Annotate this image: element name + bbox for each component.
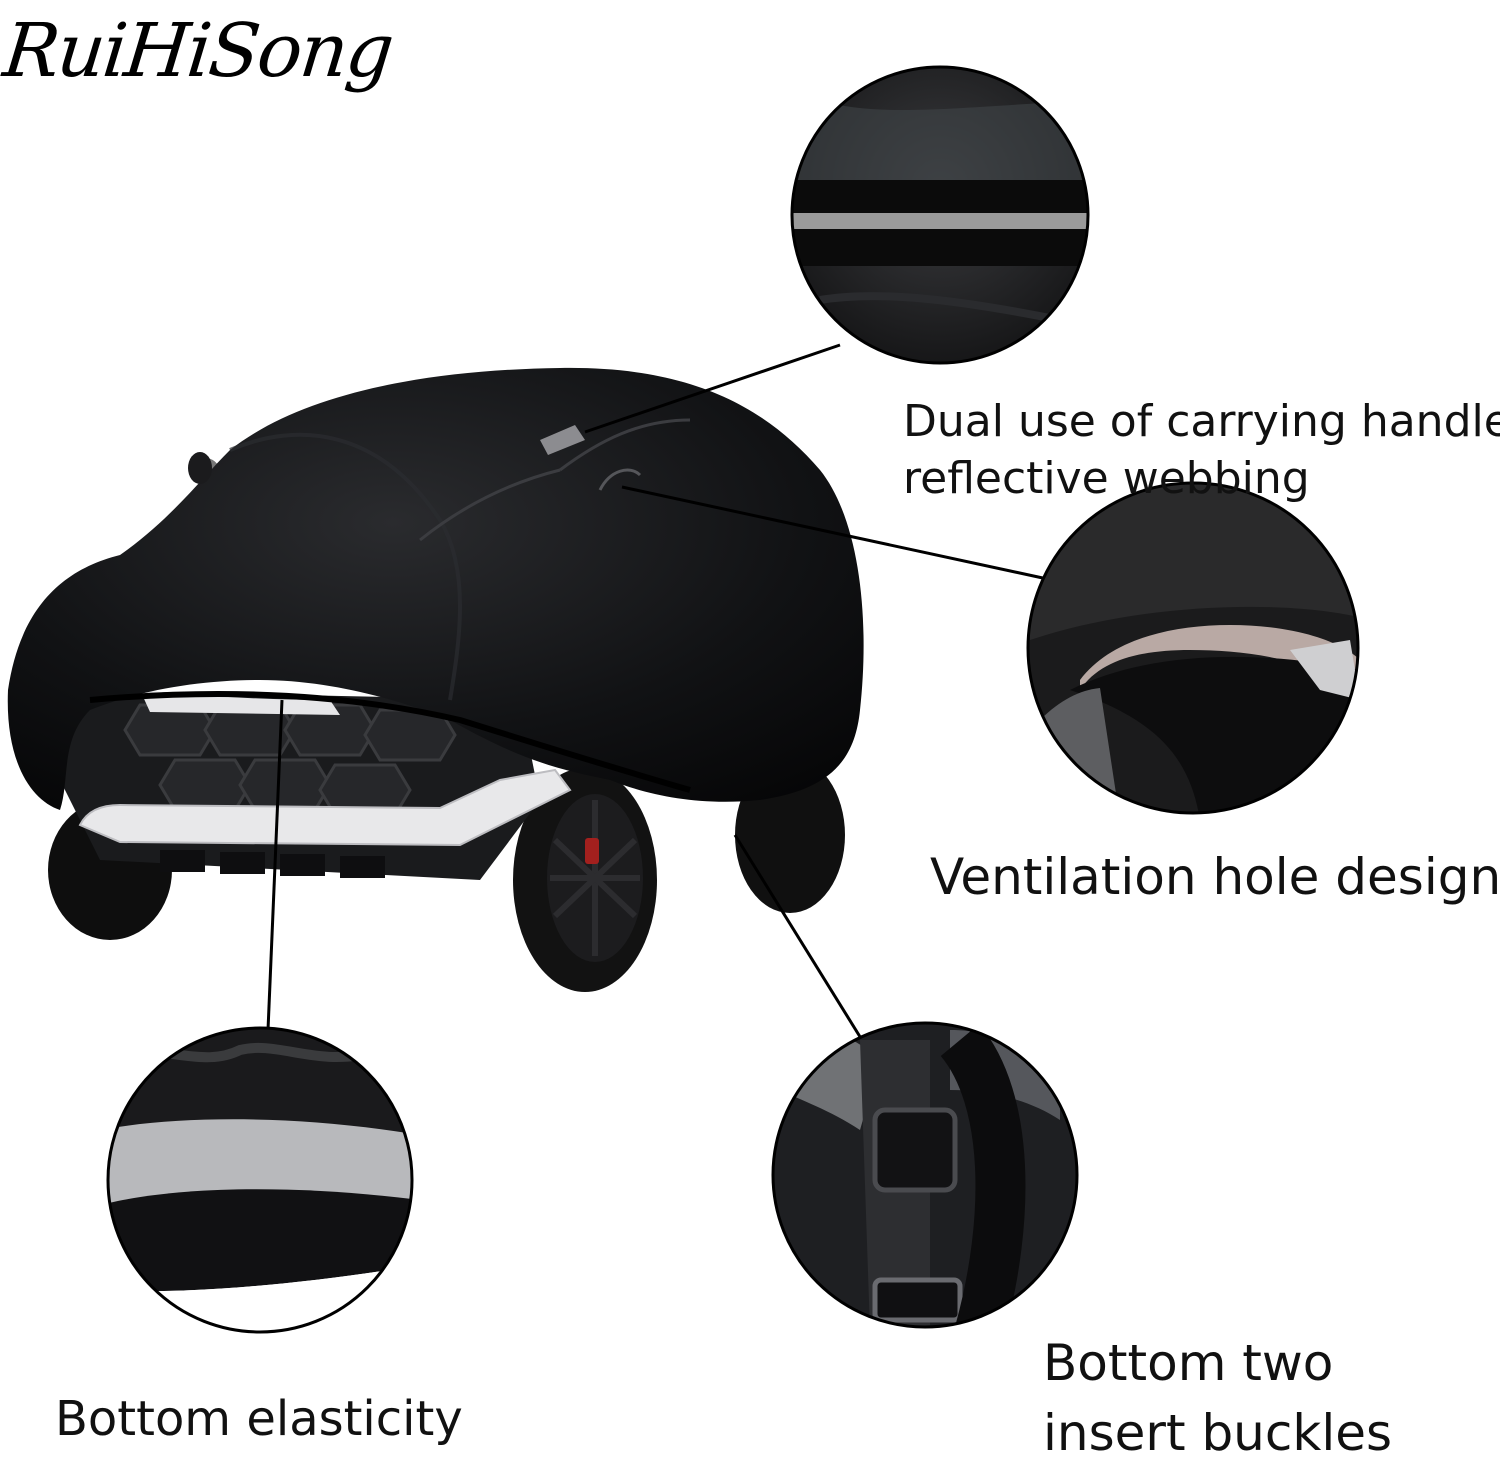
reflective-webbing-closeup	[790, 65, 1090, 365]
honeycomb-grille	[123, 703, 457, 817]
callout-line-elastic	[266, 699, 284, 1031]
caption-buckles-line2: insert buckles	[1043, 1404, 1393, 1458]
caption-elasticity: Bottom elasticity	[55, 1391, 463, 1447]
covered-car	[7, 367, 864, 992]
ventilation-hole-closeup	[1026, 481, 1360, 815]
slide-adjuster	[872, 1277, 963, 1323]
cover-seam	[419, 468, 561, 542]
caption-webbing-line2: reflective webbing	[903, 453, 1310, 504]
vent-flap	[1070, 656, 1358, 813]
caption-webbing-line1: Dual use of carrying handle	[903, 396, 1500, 447]
front-right-tire	[513, 768, 657, 992]
elastic-cord	[940, 1024, 1026, 1327]
elastic-hem-closeup	[106, 1026, 414, 1334]
brake-caliper	[585, 838, 599, 864]
vent-small	[598, 468, 642, 491]
caption-ventilation: Ventilation hole design	[930, 848, 1500, 906]
reflective-strip	[792, 213, 1088, 229]
callout-line-webbing	[584, 343, 841, 434]
callout-lines	[266, 343, 1053, 1041]
callout-line-buckles	[733, 834, 864, 1041]
silver-lining	[108, 1119, 412, 1215]
buckle-top	[872, 1107, 958, 1193]
vent-mesh	[1080, 625, 1358, 700]
elastic-band	[108, 1189, 412, 1292]
elastic-hem	[89, 691, 691, 793]
reflective-handle-small	[540, 425, 585, 455]
car-cover	[7, 367, 864, 810]
caption-buckles-line1: Bottom two	[1043, 1334, 1334, 1392]
callout-line-vent	[621, 485, 1053, 582]
lower-intake-slots	[160, 850, 385, 878]
bumper-silver-trim	[78, 768, 572, 847]
insert-buckle-closeup	[771, 1021, 1079, 1329]
